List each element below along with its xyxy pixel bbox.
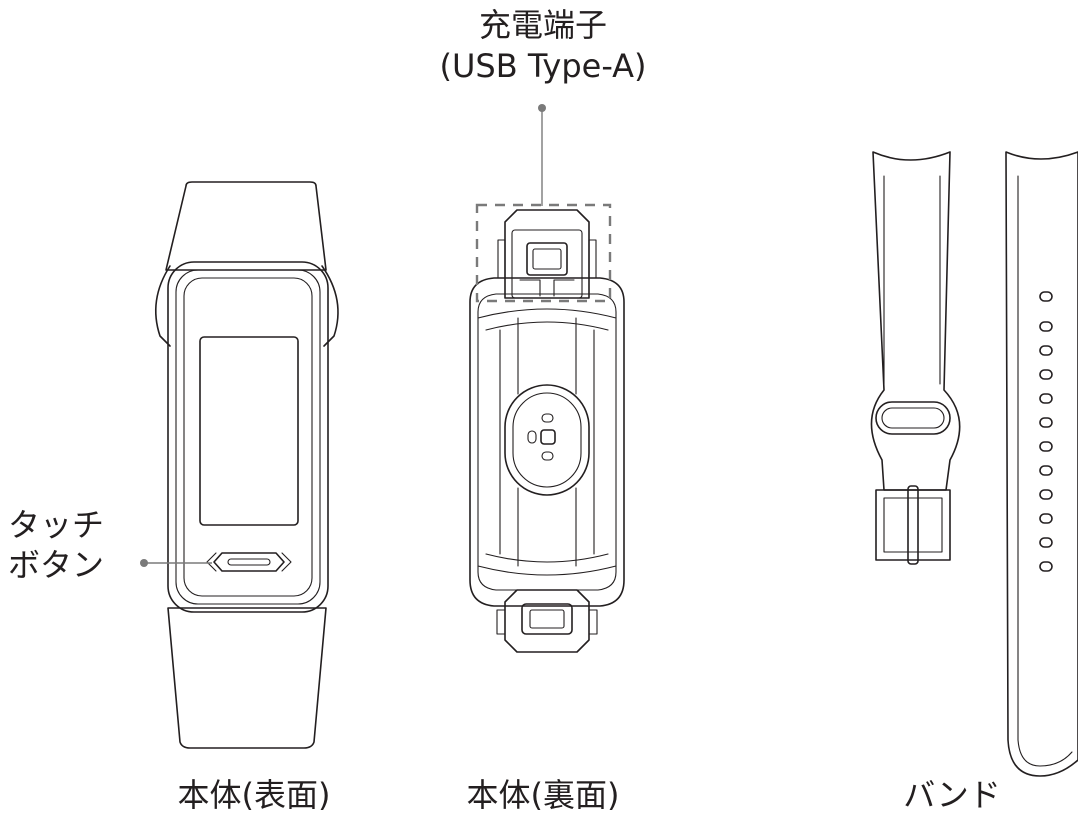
- back-body-outer: [469, 277, 625, 607]
- sensor-inner: [512, 392, 582, 488]
- back-view: [469, 209, 625, 653]
- back-caption: 本体(裏面): [466, 776, 620, 814]
- band-strap-holes: [1005, 151, 1078, 777]
- front-screen: [199, 336, 299, 526]
- charging-port-leader: [538, 104, 546, 206]
- touch-button-label-line1: タッチ: [8, 506, 105, 544]
- usb-connector: [497, 209, 597, 299]
- sensor-outer: [504, 384, 590, 496]
- band-strap-buckle: [870, 151, 961, 565]
- bottom-connector: [496, 589, 598, 653]
- band-caption: バンド: [903, 776, 1001, 814]
- front-right-lug: [321, 265, 339, 347]
- front-caption: 本体(表面): [177, 776, 331, 814]
- front-body-inner: [175, 269, 321, 605]
- front-left-lug: [154, 265, 171, 347]
- sensor-contacts: [527, 413, 556, 461]
- front-view: [154, 181, 339, 749]
- band-holes: [1039, 291, 1053, 572]
- touch-button-label-line2: ボタン: [8, 546, 105, 584]
- usb-highlight-box: [475, 203, 612, 303]
- charging-port-label-line2: (USB Type-A): [439, 47, 647, 85]
- front-band-top: [165, 181, 327, 271]
- front-bezel: [183, 277, 313, 597]
- front-body-outer: [167, 261, 329, 613]
- front-band-bottom: [167, 607, 327, 749]
- band-view: [870, 151, 1078, 777]
- charging-port-label-line1: 充電端子: [478, 6, 607, 44]
- touch-button-graphic: [206, 552, 292, 572]
- touch-button-leader: [140, 559, 212, 567]
- back-body-inner: [477, 293, 617, 591]
